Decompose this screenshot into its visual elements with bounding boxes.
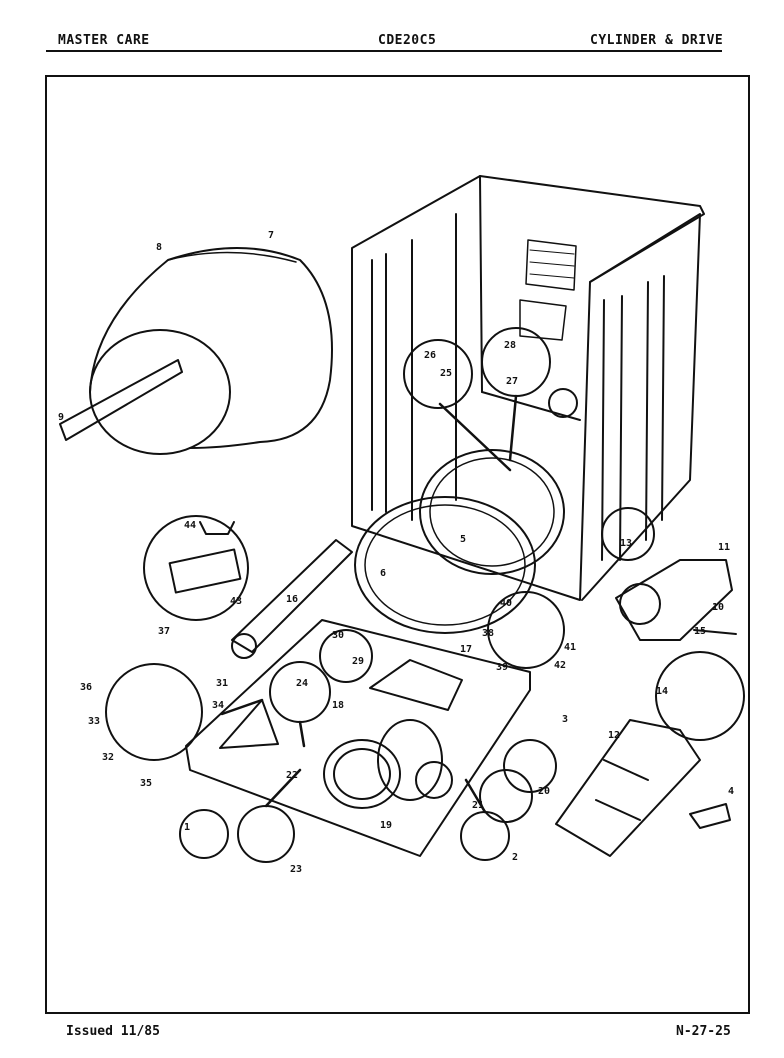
header-rule (46, 50, 722, 52)
callout-42: 42 (554, 660, 566, 671)
callout-22: 22 (286, 770, 298, 781)
motor-assembly (615, 559, 737, 641)
callout-labels: 1 2 3 4 5 6 7 8 9 10 11 12 13 14 15 16 1… (58, 230, 734, 875)
callout-13: 13 (620, 538, 632, 549)
callout-10: 10 (712, 602, 724, 613)
callout-19: 19 (380, 820, 392, 831)
callout-1: 1 (184, 822, 190, 833)
callout-25: 25 (440, 368, 452, 379)
callout-23: 23 (290, 864, 302, 875)
callout-38: 38 (482, 628, 494, 639)
callout-9: 9 (58, 412, 64, 423)
callout-28: 28 (504, 340, 516, 351)
callout-4: 4 (728, 786, 734, 797)
callout-5: 5 (460, 534, 466, 545)
footer-page-code: N-27-25 (676, 1024, 731, 1039)
callout-40: 40 (500, 598, 512, 609)
callout-35: 35 (140, 778, 152, 789)
header-left: MASTER CARE (58, 33, 150, 48)
header-section: CYLINDER & DRIVE (590, 33, 724, 48)
cabinet (351, 175, 705, 601)
callout-29: 29 (352, 656, 364, 667)
callout-31: 31 (216, 678, 228, 689)
callout-18: 18 (332, 700, 344, 711)
diagram-frame (45, 75, 750, 1014)
callout-6: 6 (380, 568, 386, 579)
bulkhead-rings (354, 449, 565, 634)
callout-41: 41 (564, 642, 576, 653)
callout-34: 34 (212, 700, 224, 711)
callout-15: 15 (694, 626, 706, 637)
callout-24: 24 (296, 678, 308, 689)
vent-duct (231, 539, 353, 659)
callout-11: 11 (718, 542, 730, 553)
callout-33: 33 (88, 716, 100, 727)
callout-14: 14 (656, 686, 668, 697)
callout-8: 8 (156, 242, 162, 253)
callout-20: 20 (538, 786, 550, 797)
callout-26: 26 (424, 350, 436, 361)
callout-30: 30 (332, 630, 344, 641)
callout-7: 7 (268, 230, 274, 241)
idler-bracket (555, 719, 731, 857)
drum-cylinder (59, 247, 333, 455)
callout-16: 16 (286, 594, 298, 605)
callout-32: 32 (102, 752, 114, 763)
base-assembly (185, 619, 533, 857)
footer-issued: Issued 11/85 (66, 1024, 160, 1039)
callout-43: 43 (230, 596, 242, 607)
callout-21: 21 (472, 800, 484, 811)
callout-37: 37 (158, 626, 170, 637)
callout-44: 44 (184, 520, 196, 531)
callout-27: 27 (506, 376, 518, 387)
callout-3: 3 (562, 714, 568, 725)
callout-39: 39 (496, 662, 508, 673)
header-model: CDE20C5 (378, 33, 437, 48)
callout-36: 36 (80, 682, 92, 693)
callout-2: 2 (512, 852, 518, 863)
callout-17: 17 (460, 644, 472, 655)
callout-12: 12 (608, 730, 620, 741)
detail-circles (105, 327, 745, 863)
